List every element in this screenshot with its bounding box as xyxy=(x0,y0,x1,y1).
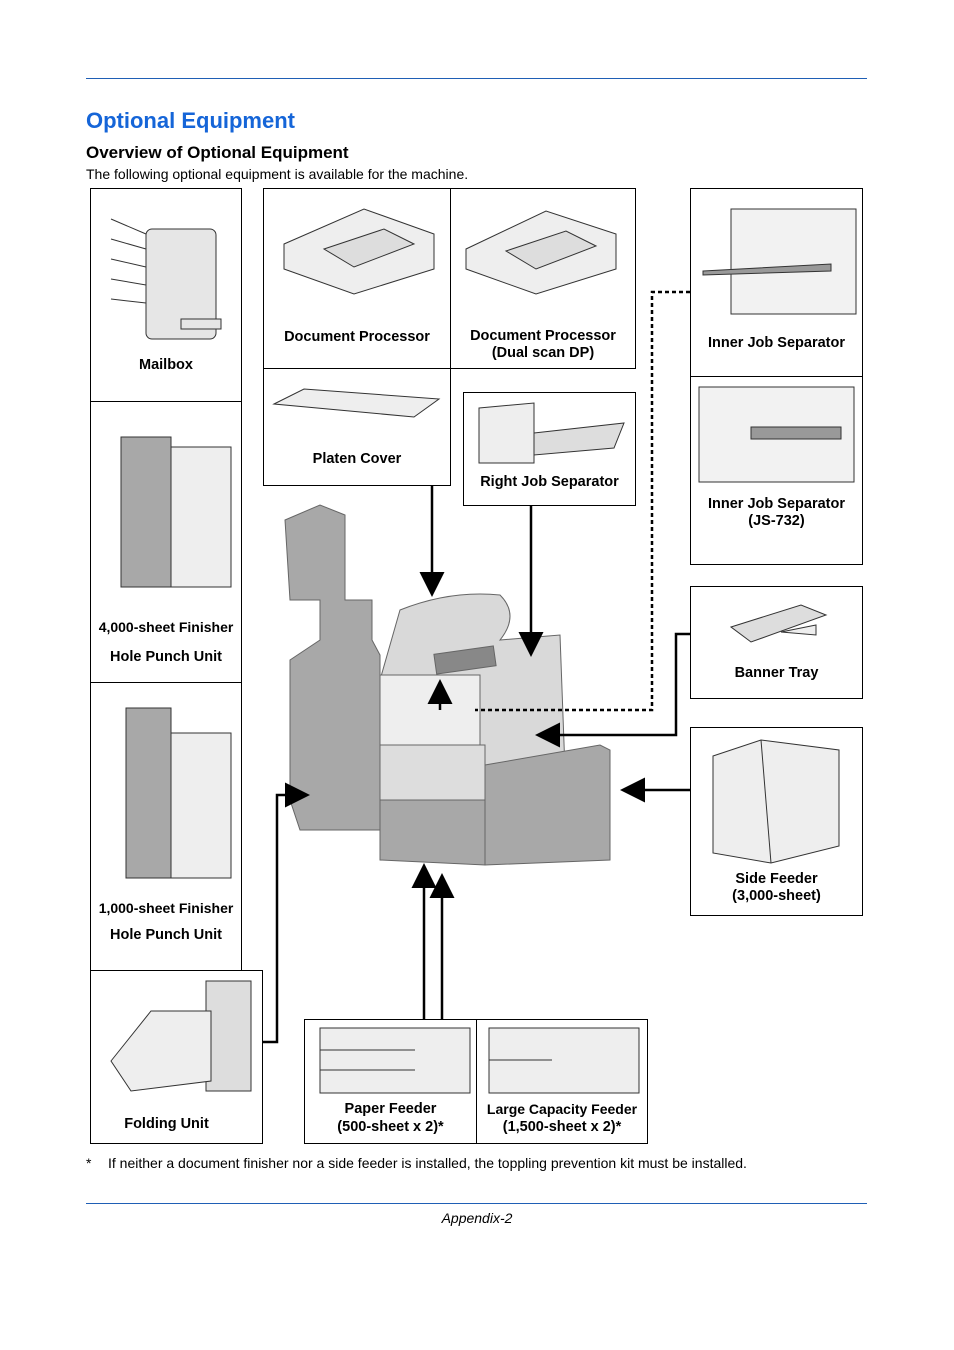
lcf-image xyxy=(488,1027,640,1094)
hole-punch-label-1: Hole Punch Unit xyxy=(110,649,222,665)
doc-processor-card: Document Processor xyxy=(263,188,451,369)
finisher-4000-card: 4,000-sheet Finisher Hole Punch Unit xyxy=(90,401,242,683)
finisher-1000-label: 1,000-sheet Finisher xyxy=(98,900,234,916)
paper-feeder-card: Paper Feeder (500-sheet x 2)* xyxy=(304,1019,477,1144)
finisher-1000-image xyxy=(125,707,232,879)
doc-processor-dual-label-1: Document Processor xyxy=(470,328,616,344)
side-feeder-image xyxy=(712,739,840,864)
inner-job-separator-js-label-2: (JS-732) xyxy=(748,513,805,529)
folding-unit-label: Folding Unit xyxy=(124,1116,209,1132)
paper-feeder-label-1: Paper Feeder xyxy=(344,1101,437,1117)
mailbox-image xyxy=(110,218,222,340)
doc-processor-dual-image xyxy=(465,210,617,295)
intro-text: The following optional equipment is avai… xyxy=(86,166,469,182)
inner-job-separator-js-label-1: Inner Job Separator xyxy=(708,496,845,512)
inner-job-separator-js-image xyxy=(698,386,855,483)
footnote-marker: * xyxy=(86,1155,92,1171)
inner-job-separator-js-card: Inner Job Separator (JS-732) xyxy=(690,376,863,565)
folding-unit-card: Folding Unit xyxy=(90,970,263,1144)
platen-cover-card: Platen Cover xyxy=(263,368,451,486)
lcf-label-2: (1,500-sheet x 2)* xyxy=(502,1119,622,1135)
banner-tray-label: Banner Tray xyxy=(734,665,819,681)
side-feeder-label-1: Side Feeder xyxy=(735,871,818,887)
right-job-separator-image xyxy=(478,402,625,464)
hole-punch-label-2: Hole Punch Unit xyxy=(110,927,222,943)
paper-feeder-label-2: (500-sheet x 2)* xyxy=(337,1119,444,1135)
lcf-card: Large Capacity Feeder (1,500-sheet x 2)* xyxy=(476,1019,648,1144)
platen-cover-label: Platen Cover xyxy=(312,451,402,467)
inner-job-separator-image xyxy=(702,208,857,315)
footnote: * If neither a document finisher nor a si… xyxy=(86,1155,747,1171)
right-job-separator-label: Right Job Separator xyxy=(480,474,619,490)
inner-job-separator-card: Inner Job Separator xyxy=(690,188,863,377)
mailbox-label: Mailbox xyxy=(139,357,193,373)
side-feeder-label-2: (3,000-sheet) xyxy=(732,888,821,904)
doc-processor-dual-card: Document Processor (Dual scan DP) xyxy=(450,188,636,369)
footnote-text: If neither a document finisher nor a sid… xyxy=(108,1155,747,1171)
finisher-4000-image xyxy=(120,436,232,588)
platen-cover-image xyxy=(272,388,441,418)
inner-job-separator-label: Inner Job Separator xyxy=(708,335,845,351)
doc-processor-dual-label-2: (Dual scan DP) xyxy=(491,345,595,361)
finisher-1000-card: 1,000-sheet Finisher Hole Punch Unit xyxy=(90,682,242,971)
banner-tray-card: Banner Tray xyxy=(690,586,863,699)
page-number: Appendix-2 xyxy=(441,1210,513,1226)
lcf-label-1: Large Capacity Feeder xyxy=(486,1101,638,1117)
paper-feeder-image xyxy=(319,1027,471,1094)
banner-tray-image xyxy=(729,604,828,643)
top-rule xyxy=(86,78,867,79)
doc-processor-label: Document Processor xyxy=(284,329,430,345)
folding-unit-image xyxy=(110,980,252,1092)
mailbox-card: Mailbox xyxy=(90,188,242,402)
bottom-rule xyxy=(86,1203,867,1204)
copier-silhouette xyxy=(379,593,611,866)
right-job-separator-card: Right Job Separator xyxy=(463,392,636,506)
doc-processor-image xyxy=(283,208,435,295)
finisher-4000-label: 4,000-sheet Finisher xyxy=(98,619,234,635)
finisher-silhouette xyxy=(284,504,381,831)
side-feeder-card: Side Feeder (3,000-sheet) xyxy=(690,727,863,916)
section-title: Overview of Optional Equipment xyxy=(86,143,349,162)
page-title: Optional Equipment xyxy=(86,108,295,133)
